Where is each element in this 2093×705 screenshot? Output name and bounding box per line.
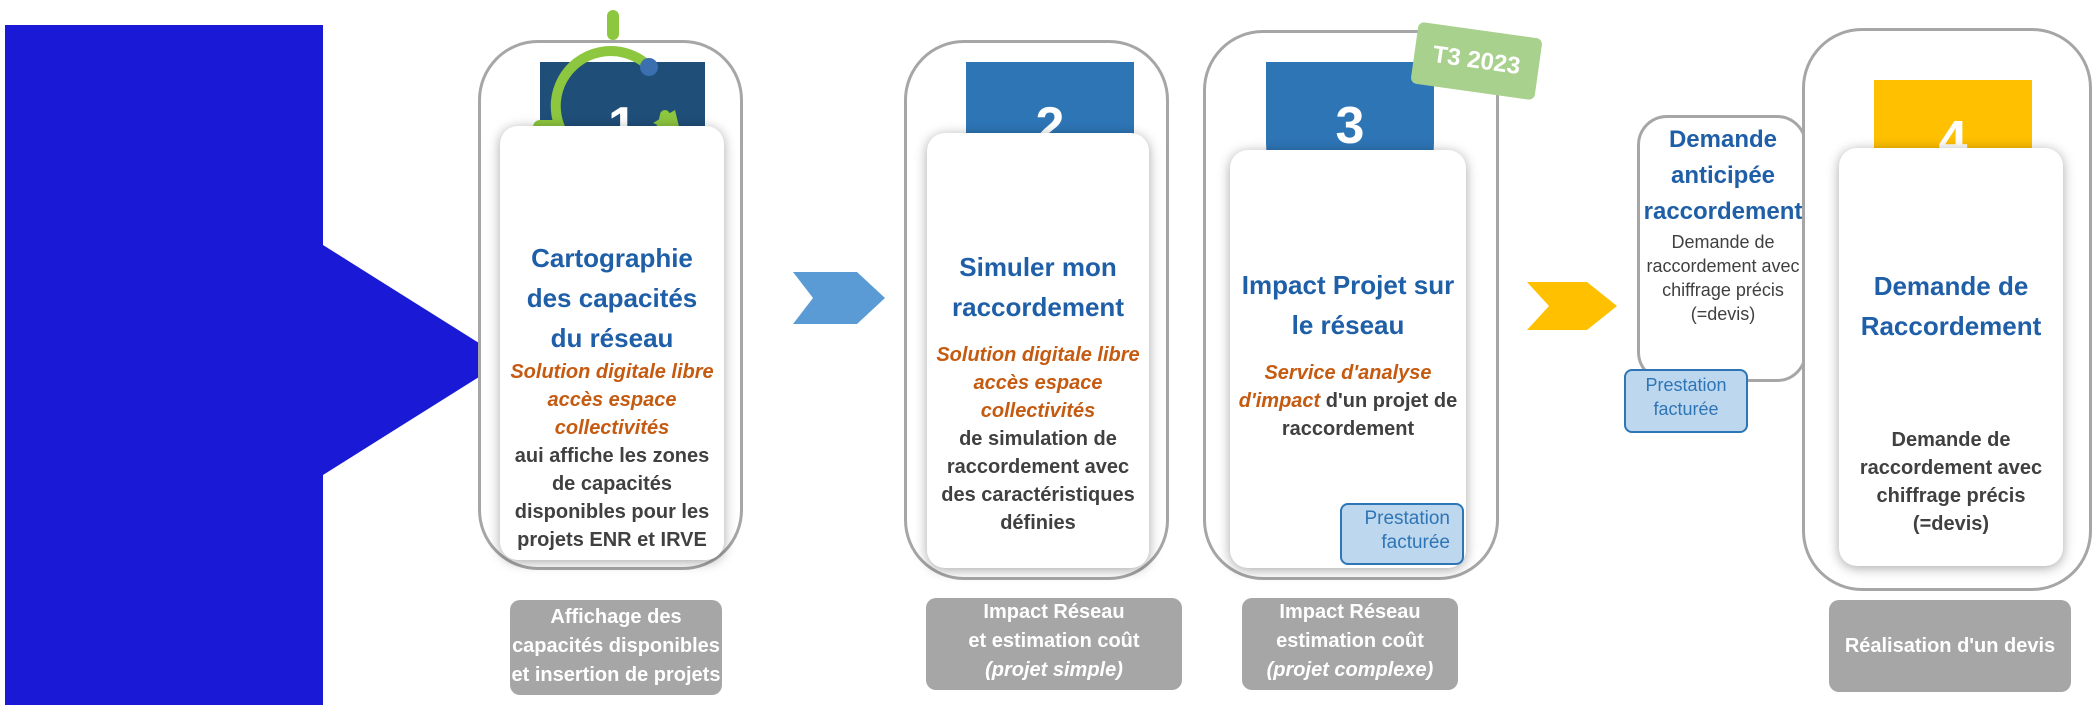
step3-card: Impact Projet sur le réseau Service d'an… — [1230, 150, 1466, 568]
step1-card: Cartographie des capacités du réseau Sol… — [500, 126, 724, 560]
step2-footer-line1: Impact Réseau — [983, 601, 1125, 623]
step3-footer-line3: (projet complexe) — [1266, 659, 1434, 681]
anticipated-title: Demande anticipée raccordement — [1643, 126, 1803, 225]
step1-body: aui affiche les zones de capacités dispo… — [514, 445, 710, 551]
step4-body: Demande de raccordement avec chiffrage p… — [1859, 429, 2043, 535]
step2-footer: Impact Réseau et estimation coût (projet… — [926, 598, 1182, 690]
step4-title: Demande de Raccordement — [1860, 271, 2042, 341]
anticipated-body: Demande de raccordement avec chiffrage p… — [1646, 232, 1800, 324]
step3-billed-badge: Prestation facturée — [1340, 503, 1464, 565]
anticipated-billed-badge: Prestation facturée — [1624, 369, 1748, 433]
step1-italic: Solution digitale libre accès espace col… — [510, 361, 714, 439]
step3-italic: Service d'analyse d'impact — [1238, 362, 1432, 412]
step4-card: Demande de Raccordement Demande de racco… — [1839, 148, 2063, 566]
step3-title: Impact Projet sur le réseau — [1241, 270, 1455, 340]
step1-title: Cartographie des capacités du réseau — [526, 243, 698, 353]
step3-footer: Impact Réseau estimation coût (projet co… — [1242, 598, 1458, 690]
anticipated-frame — [1637, 115, 1807, 382]
step3-footer-line1: Impact Réseau — [1279, 601, 1421, 623]
step2-footer-line3: (projet simple) — [985, 659, 1123, 681]
step2-card: Simuler mon raccordement Solution digita… — [927, 133, 1149, 568]
anticipated-block: Demande anticipée raccordement Demande d… — [1640, 122, 1806, 326]
step2-title: Simuler mon raccordement — [952, 252, 1124, 322]
right-arrow-gold-icon — [1527, 282, 1617, 330]
big-arrow-shape — [5, 25, 506, 705]
step2-footer-line2: et estimation coût — [968, 630, 1140, 652]
step2-italic: Solution digitale libre accès espace col… — [936, 344, 1140, 422]
step2-body: de simulation de raccordement avec des c… — [941, 428, 1135, 534]
step3-number: 3 — [1335, 97, 1365, 155]
step4-footer: Réalisation d'un devis — [1829, 600, 2071, 692]
step1-footer: Affichage des capacités disponibles et i… — [510, 600, 722, 695]
right-arrow-icon — [793, 272, 885, 324]
step3-footer-line2: estimation coût — [1276, 630, 1424, 652]
step3-body: d'un projet de raccordement — [1281, 390, 1458, 440]
